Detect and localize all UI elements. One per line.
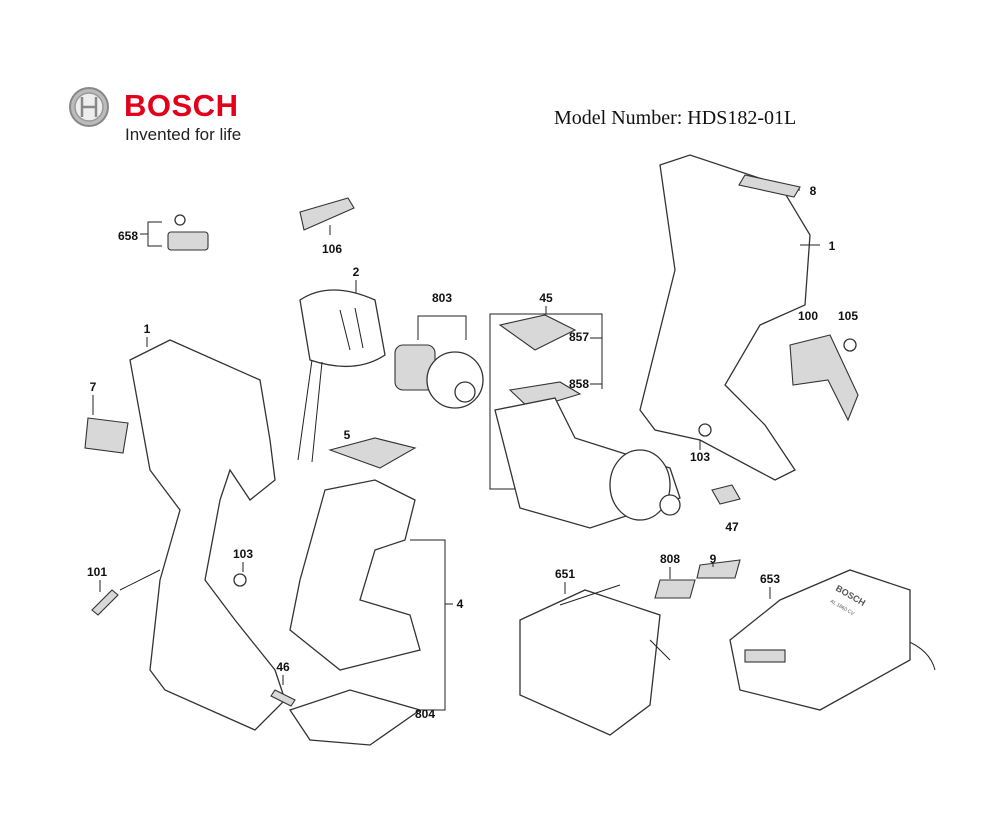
part-label-2: 2 bbox=[352, 265, 360, 279]
model-number: Model Number: HDS182-01L bbox=[554, 107, 797, 129]
part-label-105: 105 bbox=[837, 309, 859, 323]
part-label-1-left: 1 bbox=[143, 322, 151, 336]
part-9-808-labels-shape bbox=[654, 559, 741, 599]
part-label-1-right: 1 bbox=[828, 239, 836, 253]
part-label-103-right: 103 bbox=[689, 450, 711, 464]
part-658-shape bbox=[140, 214, 209, 251]
brand-tagline: Invented for life bbox=[125, 125, 242, 144]
part-653-charger-shape: BOSCH AL 1860 CV bbox=[729, 569, 936, 711]
part-803-armature-shape bbox=[394, 315, 484, 409]
part-106-shape bbox=[299, 197, 355, 235]
part-label-101: 101 bbox=[86, 565, 108, 579]
part-label-100: 100 bbox=[797, 309, 819, 323]
part-label-8: 8 bbox=[809, 184, 817, 198]
part-label-47: 47 bbox=[725, 520, 739, 534]
part-label-857: 857 bbox=[568, 330, 590, 344]
part-2-stator-shape bbox=[297, 280, 386, 463]
part-4-switch-shape bbox=[289, 437, 453, 711]
part-label-808: 808 bbox=[659, 552, 681, 566]
part-label-106: 106 bbox=[321, 242, 343, 256]
part-label-803: 803 bbox=[431, 291, 453, 305]
part-label-804: 804 bbox=[414, 707, 436, 721]
part-label-5: 5 bbox=[343, 428, 351, 442]
part-label-653: 653 bbox=[759, 572, 781, 586]
part-1-left-housing-shape bbox=[84, 337, 286, 731]
part-label-4: 4 bbox=[456, 597, 464, 611]
part-label-45: 45 bbox=[539, 291, 553, 305]
part-label-658: 658 bbox=[117, 229, 139, 243]
part-45-gearbox-shape bbox=[489, 306, 681, 529]
part-label-651: 651 bbox=[554, 567, 576, 581]
part-label-7: 7 bbox=[89, 380, 97, 394]
part-1-right-housing-shape bbox=[639, 154, 859, 505]
bosch-logo-emblem bbox=[69, 87, 109, 127]
part-label-858: 858 bbox=[568, 377, 590, 391]
part-label-9: 9 bbox=[709, 552, 717, 566]
part-651-battery-shape bbox=[519, 582, 671, 736]
brand-logo-text: BOSCH bbox=[124, 88, 239, 123]
part-label-103-left: 103 bbox=[232, 547, 254, 561]
part-804-plate-shape bbox=[270, 675, 422, 746]
part-label-46: 46 bbox=[276, 660, 290, 674]
